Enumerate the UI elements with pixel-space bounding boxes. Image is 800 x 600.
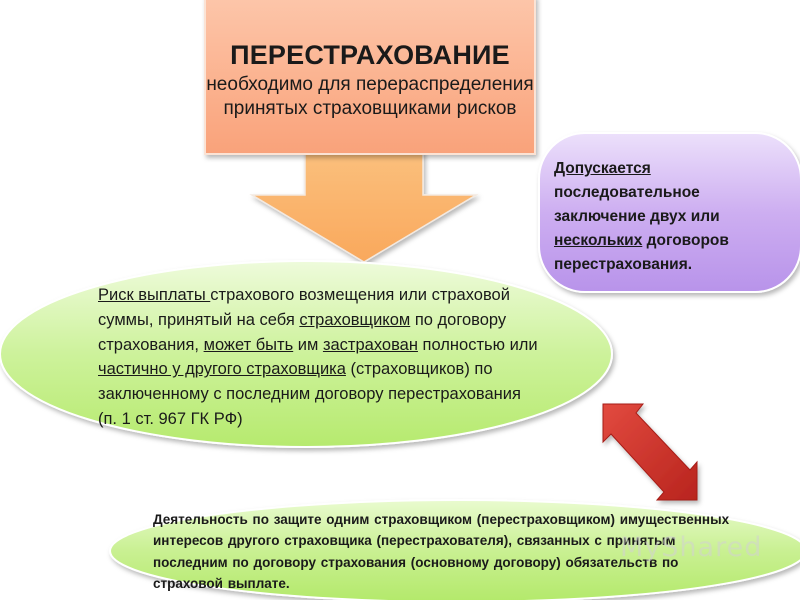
green-ellipse-shape bbox=[0, 260, 613, 448]
green-underlined-1: Риск выплаты bbox=[98, 286, 211, 304]
title-heading: ПЕРЕСТРАХОВАНИЕ bbox=[230, 39, 510, 70]
double-arrow-icon bbox=[602, 403, 698, 501]
green-text-6: им bbox=[293, 335, 323, 354]
title-box: ПЕРЕСТРАХОВАНИЕ необходимо для перераспр… bbox=[205, 0, 535, 160]
green-underlined-3: может быть bbox=[203, 335, 294, 354]
purple-text-4: договоров перестрахования. bbox=[554, 232, 729, 274]
purple-box-shape bbox=[538, 132, 800, 293]
green-text-8: полностью или bbox=[417, 335, 538, 354]
purple-underlined-2: нескольких bbox=[554, 232, 643, 250]
green-underlined-2: страховщиком bbox=[299, 310, 411, 329]
green-ellipse-text: Риск выплаты страхового возмещения или с… bbox=[98, 283, 538, 432]
bottom-ellipse-shape bbox=[109, 499, 800, 600]
title-subtitle: необходимо для перераспределения приняты… bbox=[206, 73, 534, 119]
green-underlined-4: застрахован bbox=[322, 335, 418, 354]
bottom-ellipse-text: Деятельность по защите одним страховщико… bbox=[153, 512, 730, 591]
green-text-2: страхового возмещения или страховой сумм… bbox=[98, 286, 510, 329]
green-underlined-5: частично у другого страховщика bbox=[98, 360, 346, 379]
green-text-10: (страховщиков) по заключенному с последн… bbox=[98, 360, 521, 428]
title-box-shape bbox=[204, 0, 536, 155]
purple-box-text: Допускается последовательное заключение … bbox=[554, 157, 784, 277]
green-text-4: по договору страхования, bbox=[98, 310, 507, 354]
down-arrow bbox=[249, 149, 479, 263]
purple-underlined-1: Допускается bbox=[554, 160, 651, 177]
purple-text-2: последовательное заключение двух или bbox=[554, 184, 720, 226]
watermark-logo: MyShared bbox=[620, 532, 763, 563]
